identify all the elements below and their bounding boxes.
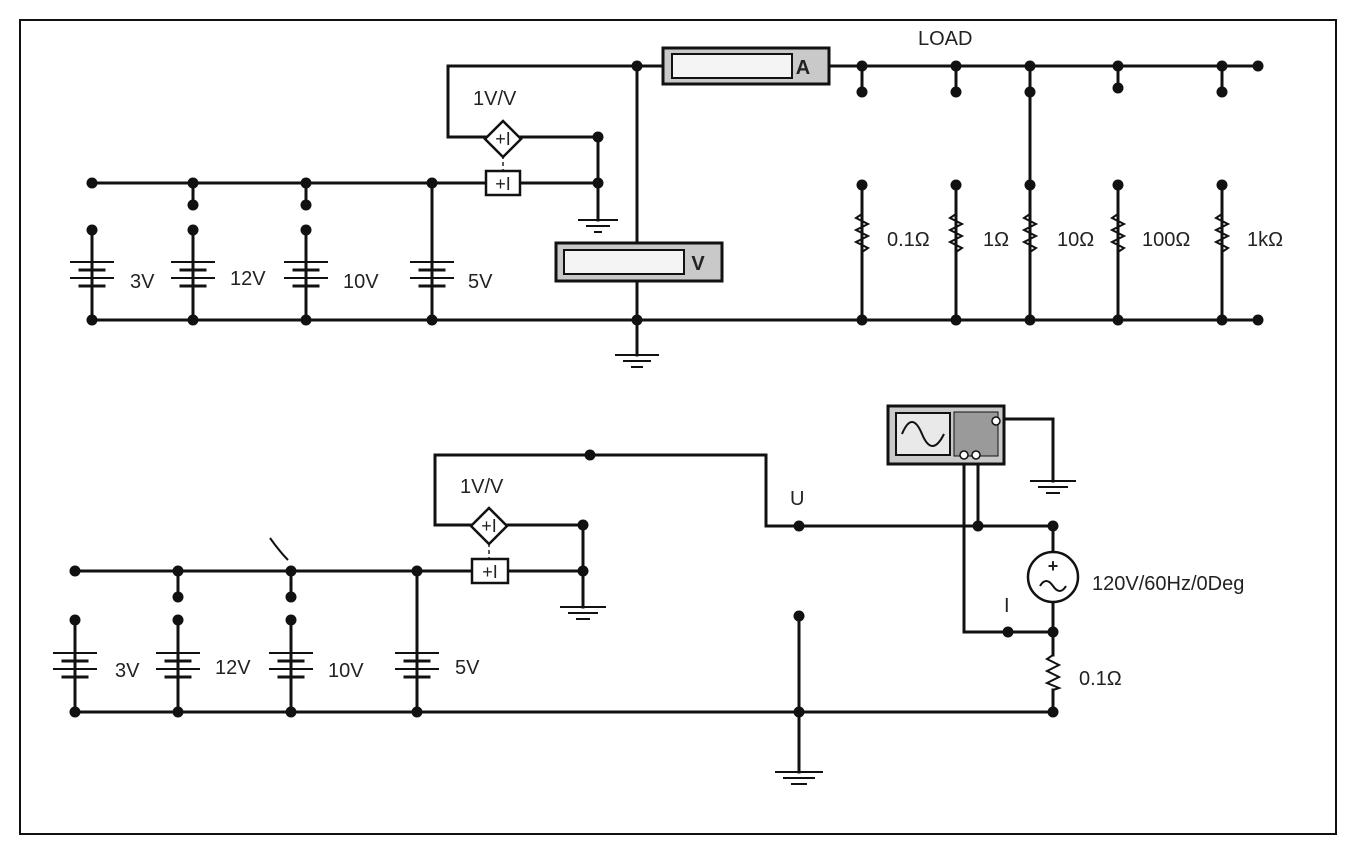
- svg-text:+: +: [1048, 556, 1059, 576]
- node-u-label: U: [790, 488, 804, 510]
- voltmeter-symbol: V: [691, 253, 705, 275]
- bottom-circuit: [73, 417, 1076, 785]
- top-label-5v: 5V: [468, 271, 493, 293]
- bottom-junctions: [69, 449, 1059, 718]
- node-i-label: I: [1004, 595, 1010, 617]
- diagram-frame: [19, 19, 1337, 835]
- load-label-4: 1kΩ: [1247, 229, 1283, 251]
- top-control-source: +I: [484, 169, 522, 197]
- bottom-label-5v: 5V: [455, 657, 480, 679]
- shunt-resistor: [1044, 654, 1062, 691]
- bottom-battery-10v: [269, 652, 313, 679]
- top-dep-symbol: +I: [495, 129, 511, 149]
- top-label-10v: 10V: [343, 271, 379, 293]
- top-battery-5v: [410, 261, 454, 288]
- bottom-label-10v: 10V: [328, 660, 364, 682]
- ac-source: +: [1026, 550, 1080, 604]
- bottom-gain-label: 1V/V: [460, 476, 504, 498]
- shunt-label: 0.1Ω: [1079, 668, 1122, 690]
- load-title: LOAD: [918, 28, 972, 50]
- ammeter: A: [661, 46, 831, 86]
- ammeter-symbol: A: [796, 57, 810, 79]
- top-battery-10v: [284, 261, 328, 288]
- ac-source-label: 120V/60Hz/0Deg: [1092, 573, 1244, 595]
- top-label-3v: 3V: [130, 271, 155, 293]
- bottom-dep-symbol: +I: [481, 516, 497, 536]
- top-gain-label: 1V/V: [473, 88, 517, 110]
- load-label-1: 1Ω: [983, 229, 1009, 251]
- load-label-0: 0.1Ω: [887, 229, 930, 251]
- top-label-12v: 12V: [230, 268, 266, 290]
- bottom-label-12v: 12V: [215, 657, 251, 679]
- bottom-label-3v: 3V: [115, 660, 140, 682]
- load-label-2: 10Ω: [1057, 229, 1094, 251]
- bottom-ctrl-symbol: +I: [482, 562, 498, 582]
- top-dependent-source: +I: [483, 119, 523, 159]
- voltmeter: V: [554, 241, 724, 283]
- top-ctrl-symbol: +I: [495, 174, 511, 194]
- top-circuit: [90, 64, 1260, 368]
- bottom-battery-12v: [156, 652, 200, 679]
- bottom-battery-3v: [53, 652, 97, 679]
- load-resistors: [853, 213, 1231, 253]
- top-junctions: [86, 60, 1264, 326]
- load-label-3: 100Ω: [1142, 229, 1190, 251]
- oscilloscope: [886, 404, 1006, 466]
- bottom-control-source: +I: [470, 557, 510, 585]
- bottom-dependent-source: +I: [469, 506, 509, 546]
- top-battery-3v: [70, 228, 114, 288]
- bottom-battery-5v: [395, 652, 439, 679]
- top-battery-12v: [171, 261, 215, 288]
